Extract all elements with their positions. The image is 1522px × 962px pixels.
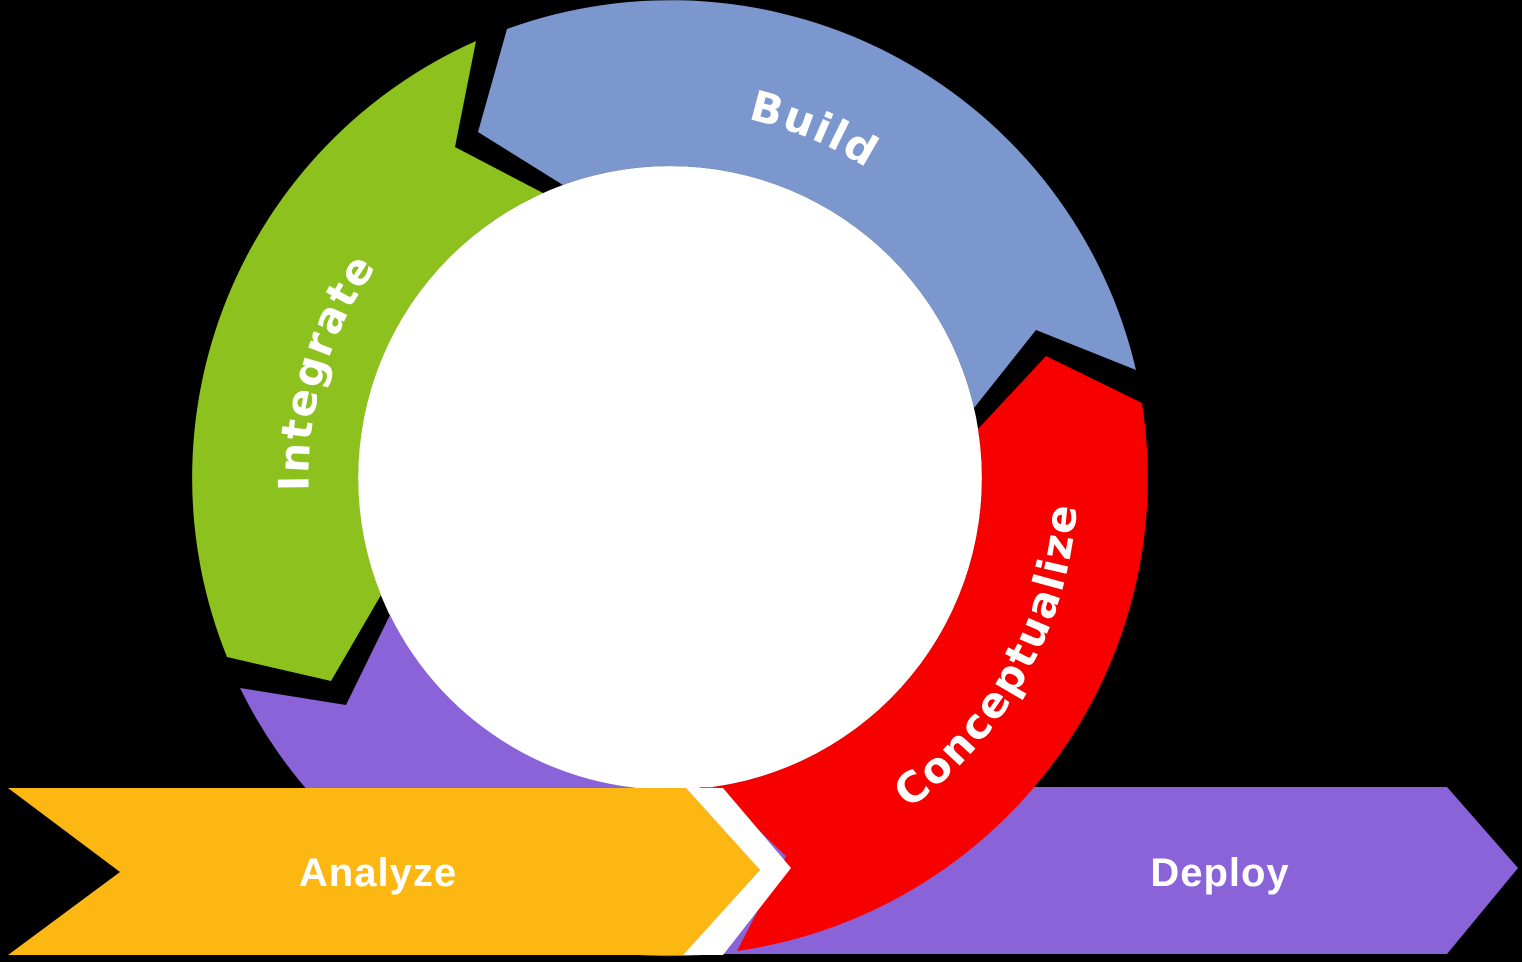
inner-circle [358, 166, 982, 790]
deploy-ribbon-label: Deploy [1150, 851, 1289, 895]
conceptualize-arc-segment [713, 356, 1148, 951]
build-arc-segment [478, 0, 1136, 409]
analyze-ribbon-arrow [8, 788, 760, 955]
analyze-ribbon-label: Analyze [299, 851, 457, 895]
integrate-arc-segment [192, 41, 543, 681]
analyze-tip-separator-chevron [683, 788, 791, 955]
